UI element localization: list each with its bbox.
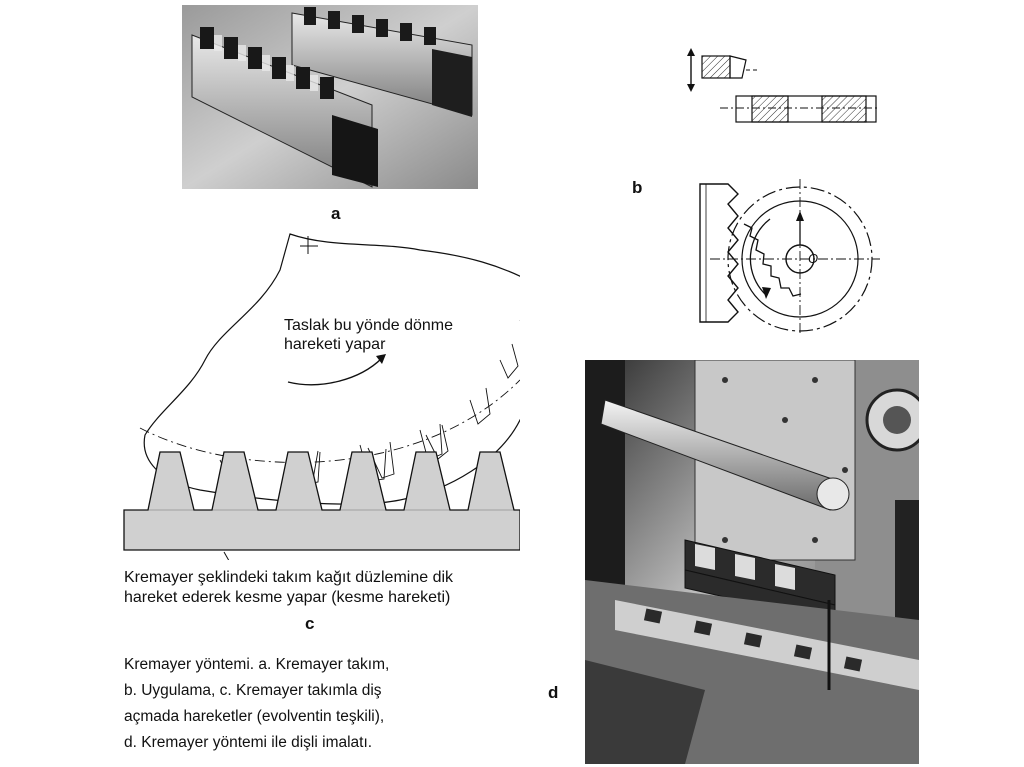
- caption-line-4: d. Kremayer yöntemi ile dişli imalatı.: [124, 734, 373, 751]
- photo-d-gear-manufacturing: [585, 360, 919, 764]
- diagram-c-drawing: [123, 233, 554, 567]
- tool-motion-text-line-2: hareket ederek kesme yapar (kesme hareke…: [124, 589, 451, 606]
- tool-motion-text-line-1: Kremayer şeklindeki takım kağıt düzlemin…: [124, 569, 454, 586]
- label-d: d: [548, 683, 559, 702]
- diagram-b-center-mark: O: [808, 251, 819, 266]
- gear-machine-illustration: [585, 360, 919, 764]
- label-b: b: [632, 178, 643, 197]
- photo-a-rack-cutters: [182, 5, 478, 189]
- label-c: c: [305, 614, 315, 633]
- rack-cutters-illustration: [182, 5, 478, 189]
- figure-caption: Kremayer yöntemi. a. Kremayer takım, b. …: [124, 652, 484, 756]
- label-a: a: [331, 204, 341, 223]
- caption-line-1: Kremayer yöntemi. a. Kremayer takım,: [124, 656, 390, 673]
- diagram-b: O: [680, 44, 890, 339]
- blank-motion-text-line-2: hareketi yapar: [284, 336, 386, 353]
- diagram-b-drawing: [687, 48, 890, 339]
- caption-line-2: b. Uygulama, c. Kremayer takımla diş: [124, 682, 382, 699]
- caption-line-3: açmada hareketler (evolventin teşkili),: [124, 708, 385, 725]
- diagram-c: Taslak bu yönde dönme hareketi yapar: [120, 230, 554, 567]
- blank-motion-text-line-1: Taslak bu yönde dönme: [284, 317, 453, 334]
